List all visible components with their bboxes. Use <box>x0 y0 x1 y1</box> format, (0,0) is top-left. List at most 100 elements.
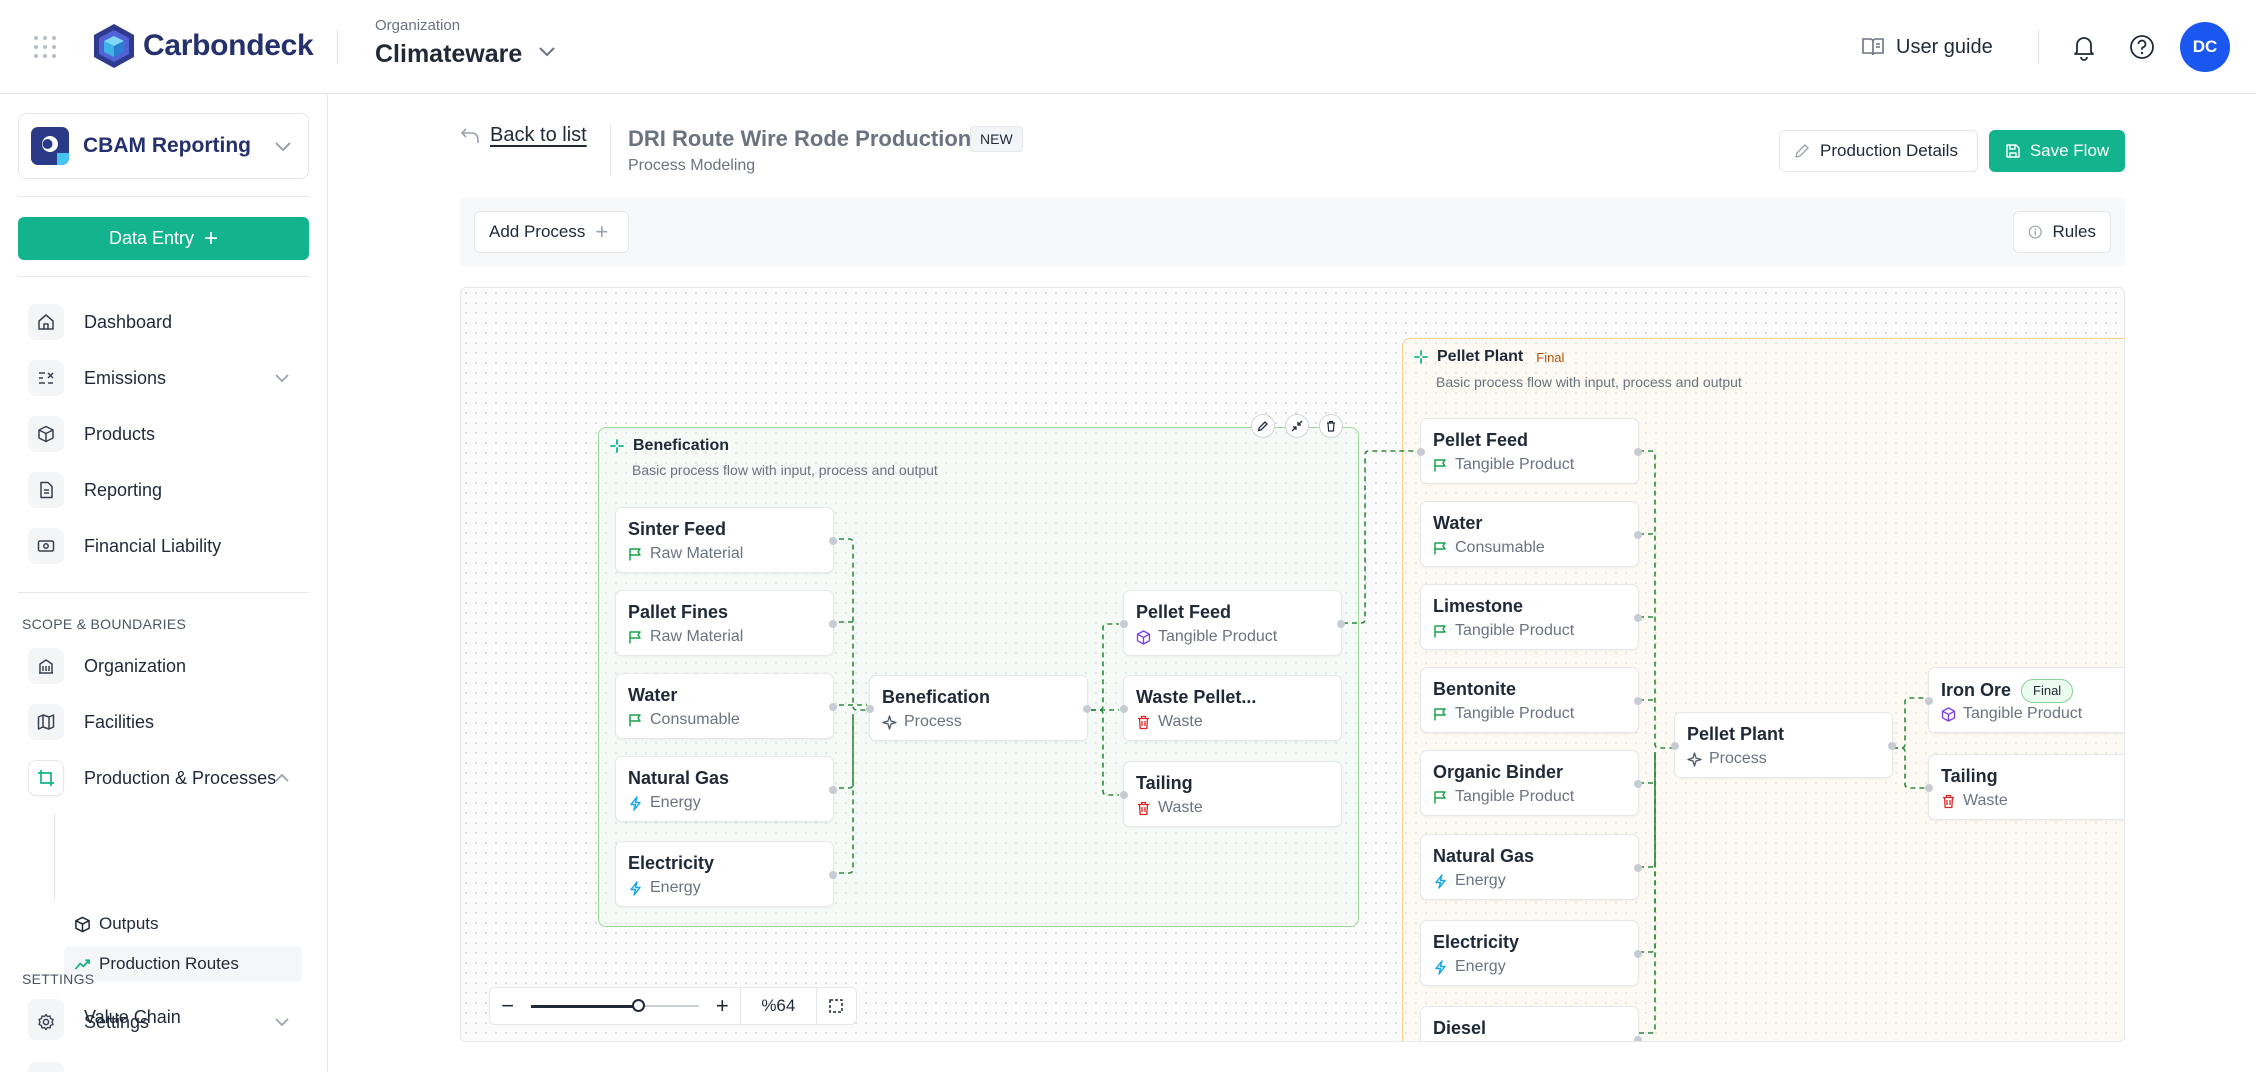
input-handle[interactable] <box>1671 742 1679 750</box>
production-details-button[interactable]: Production Details <box>1779 130 1978 172</box>
sidebar-item-settings[interactable]: Settings <box>28 1002 304 1042</box>
zoom-slider[interactable] <box>531 999 699 1012</box>
output-handle[interactable] <box>1337 620 1345 628</box>
group-tools <box>1251 414 1343 438</box>
input-handle[interactable] <box>1417 448 1425 456</box>
fit-view-button[interactable] <box>817 988 856 1024</box>
node-benefication-process[interactable]: Benefication Process <box>866 675 1091 741</box>
node-organic-binder[interactable]: Organic Binder Tangible Product <box>1420 750 1642 816</box>
cbam-module-icon <box>31 127 69 165</box>
node-pellet-feed-input[interactable]: Pellet Feed Tangible Product <box>1417 418 1642 484</box>
node-title: Organic Binder <box>1433 762 1564 782</box>
node-tailing-output[interactable]: Tailing Waste <box>1925 754 2124 820</box>
collapse-group-button[interactable] <box>1285 414 1309 438</box>
output-handle[interactable] <box>1634 531 1642 539</box>
output-handle[interactable] <box>829 871 837 879</box>
input-handle[interactable] <box>1120 705 1128 713</box>
user-guide-label: User guide <box>1896 35 1993 58</box>
sidebar-item-products[interactable]: Products <box>28 414 304 454</box>
node-natural-gas[interactable]: Natural Gas Energy <box>615 756 837 822</box>
output-handle[interactable] <box>1634 697 1642 705</box>
node-water[interactable]: Water Consumable <box>615 673 837 739</box>
add-process-button[interactable]: Add Process + <box>474 211 629 253</box>
group-title: Pellet Plant <box>1437 348 1524 365</box>
node-pallet-fines[interactable]: Pallet Fines Raw Material <box>615 590 837 656</box>
avatar[interactable]: DC <box>2180 22 2230 72</box>
node-limestone[interactable]: Limestone Tangible Product <box>1420 584 1642 650</box>
output-handle[interactable] <box>1634 448 1642 456</box>
sidebar-subitem-outputs[interactable]: Outputs <box>64 906 302 942</box>
node-type: Waste <box>1941 792 2008 810</box>
node-bentonite[interactable]: Bentonite Tangible Product <box>1420 667 1642 733</box>
sidebar-item-label: Emissions <box>84 367 167 388</box>
node-type: Process <box>882 713 962 731</box>
input-handle[interactable] <box>1925 697 1933 705</box>
back-to-list-link[interactable]: Back to list <box>460 124 587 147</box>
input-handle[interactable] <box>1925 784 1933 792</box>
input-handle[interactable] <box>1120 620 1128 628</box>
flag-icon <box>629 547 641 560</box>
node-type: Energy <box>1433 872 1506 890</box>
node-title: Water <box>628 685 678 705</box>
zoom-out-button[interactable]: − <box>501 993 515 1018</box>
node-electricity[interactable]: Electricity Energy <box>615 841 837 907</box>
node-pellet-feed[interactable]: Pellet Feed Tangible Product <box>1120 590 1345 656</box>
sidebar-item-financial-liability[interactable]: Financial Liability <box>28 526 304 566</box>
node-waste-pellet[interactable]: Waste Pellet... Waste <box>1120 675 1342 741</box>
output-handle[interactable] <box>1083 705 1091 713</box>
node-natural-gas-input[interactable]: Natural Gas Energy <box>1420 834 1642 900</box>
edit-group-button[interactable] <box>1251 414 1275 438</box>
zoom-slider-handle[interactable] <box>632 999 646 1012</box>
trash-icon <box>1138 715 1149 729</box>
node-diesel[interactable]: Diesel <box>1420 1006 1642 1041</box>
data-entry-button[interactable]: Data Entry + <box>18 217 309 260</box>
input-handle[interactable] <box>1120 791 1128 799</box>
sidebar-item-organization[interactable]: Organization <box>28 646 304 686</box>
output-handle[interactable] <box>1634 950 1642 958</box>
output-handle[interactable] <box>829 620 837 628</box>
output-handle[interactable] <box>1888 742 1896 750</box>
node-sinter-feed[interactable]: Sinter Feed Raw Material <box>615 507 837 573</box>
sidebar-item-emissions[interactable]: Emissions <box>28 358 304 398</box>
output-handle[interactable] <box>829 537 837 545</box>
divider <box>610 124 611 176</box>
rules-button[interactable]: Rules <box>2013 211 2111 253</box>
output-handle[interactable] <box>1634 1036 1642 1041</box>
output-handle[interactable] <box>829 703 837 711</box>
sidebar-subitem-production-routes[interactable]: Production Routes <box>64 946 302 982</box>
sidebar-item-production-processes[interactable]: Production & Processes <box>28 758 304 798</box>
delete-group-button[interactable] <box>1319 414 1343 438</box>
plus-icon: + <box>595 219 609 244</box>
header-divider <box>337 30 338 64</box>
node-tailing[interactable]: Tailing Waste <box>1120 761 1342 827</box>
node-water-input[interactable]: Water Consumable <box>1420 501 1642 567</box>
chevron-up-icon <box>275 773 289 782</box>
sidebar-item-dashboard[interactable]: Dashboard <box>28 302 304 342</box>
save-flow-button[interactable]: Save Flow <box>1989 130 2125 172</box>
sidebar-item-partial <box>28 1062 64 1072</box>
bell-icon[interactable] <box>2070 33 2098 61</box>
sidebar-item-label: Facilities <box>84 711 155 732</box>
apps-grid-icon[interactable] <box>34 36 56 58</box>
help-icon[interactable] <box>2128 33 2156 61</box>
output-handle[interactable] <box>1634 614 1642 622</box>
module-selector[interactable]: CBAM Reporting <box>18 113 309 179</box>
sidebar-item-reporting[interactable]: Reporting <box>28 470 304 510</box>
input-handle[interactable] <box>866 705 874 713</box>
flow-canvas[interactable]: Benefication Basic process flow with inp… <box>460 287 2125 1042</box>
chevron-down-icon[interactable] <box>538 46 556 58</box>
output-handle[interactable] <box>1634 864 1642 872</box>
node-electricity-input[interactable]: Electricity Energy <box>1420 920 1642 986</box>
zoom-in-button[interactable]: + <box>715 993 729 1018</box>
node-title: Natural Gas <box>1433 846 1535 866</box>
node-type: Waste <box>1136 713 1203 731</box>
node-type: Raw Material <box>628 628 743 646</box>
output-handle[interactable] <box>829 786 837 794</box>
node-pellet-plant-process[interactable]: Pellet Plant Process <box>1671 712 1896 778</box>
sidebar-item-facilities[interactable]: Facilities <box>28 702 304 742</box>
output-handle[interactable] <box>1634 780 1642 788</box>
user-guide-link[interactable]: User guide <box>1862 32 1993 62</box>
home-icon <box>28 304 64 340</box>
org-name[interactable]: Climateware <box>375 40 523 68</box>
